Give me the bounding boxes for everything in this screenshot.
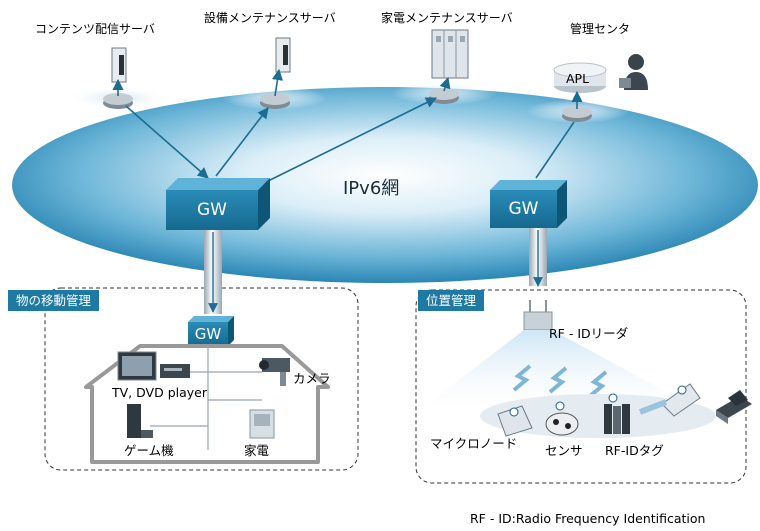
content-server-icon — [111, 47, 127, 83]
content-server-label: コンテンツ配信サーバ — [35, 22, 155, 36]
facility-server-label: 設備メンテナンスサーバ — [204, 11, 336, 25]
wireless-signal-icon — [512, 364, 608, 398]
gateway-right-label: GW — [508, 199, 539, 219]
appliance-icon — [249, 409, 275, 439]
apl-label: APL — [566, 71, 590, 86]
rfid-reader-icon — [523, 300, 553, 331]
zone-title-movement: 物の移動管理 — [8, 290, 100, 311]
zone-title-position: 位置管理 — [418, 290, 485, 311]
sensor-icon — [545, 401, 579, 436]
camera-icon — [259, 358, 290, 386]
handheld-reader-icon — [638, 383, 701, 417]
tv-dvd-label: TV, DVD player — [112, 385, 207, 400]
rfid-reader-label: RF - IDリーダ — [549, 326, 629, 341]
facility-server-icon — [275, 37, 291, 73]
gateway-box-left — [166, 178, 270, 230]
dvd-player-icon — [160, 364, 190, 378]
camera-label: カメラ — [293, 371, 331, 386]
zone-box-left — [44, 287, 359, 471]
footnote: RF - ID:Radio Frequency Identification — [470, 511, 706, 526]
rfid-tag-books-icon — [604, 393, 630, 434]
downlink-pipe-left — [204, 230, 222, 314]
house-outline — [84, 344, 330, 464]
management-center-label: 管理センタ — [570, 22, 631, 36]
zone-box-right — [415, 289, 747, 484]
link-arrow — [125, 105, 209, 179]
rfid-tag-label: RF-IDタグ — [605, 443, 664, 458]
ipv6-network-cloud — [12, 87, 758, 283]
appliance-server-label: 家電メンテナンスサーバ — [381, 11, 513, 25]
link-arrow — [439, 76, 451, 92]
rfid-reader-beam — [420, 330, 700, 410]
router-icon — [562, 106, 592, 122]
router-icon — [103, 93, 133, 109]
appliance-server-rack-icon — [431, 29, 469, 79]
game-console-label: ゲーム機 — [124, 443, 174, 458]
link-arrow — [261, 97, 438, 185]
micro-node-label: マイクロノード — [430, 436, 518, 451]
router-icon — [260, 93, 290, 109]
link-arrow — [535, 121, 575, 179]
appliance-label: 家電 — [244, 443, 270, 458]
home-gateway-label: GW — [194, 325, 222, 343]
home-gateway-box — [188, 316, 234, 346]
apl-database-icon — [553, 62, 607, 93]
link-arrow — [271, 68, 284, 97]
downlink-pipe-right — [529, 228, 547, 287]
operator-person-icon — [619, 54, 648, 90]
ipv6-network-label: IPv6網 — [343, 178, 400, 199]
gateway-left-label: GW — [197, 200, 227, 220]
laptop-icon — [716, 390, 752, 424]
home-wiring — [150, 346, 262, 450]
micro-node-icon — [497, 405, 533, 437]
gateway-box-right — [490, 180, 567, 228]
tv-icon — [117, 351, 157, 381]
link-arrow — [215, 107, 269, 177]
game-console-icon — [127, 404, 153, 438]
sensor-label: センサ — [545, 443, 583, 458]
